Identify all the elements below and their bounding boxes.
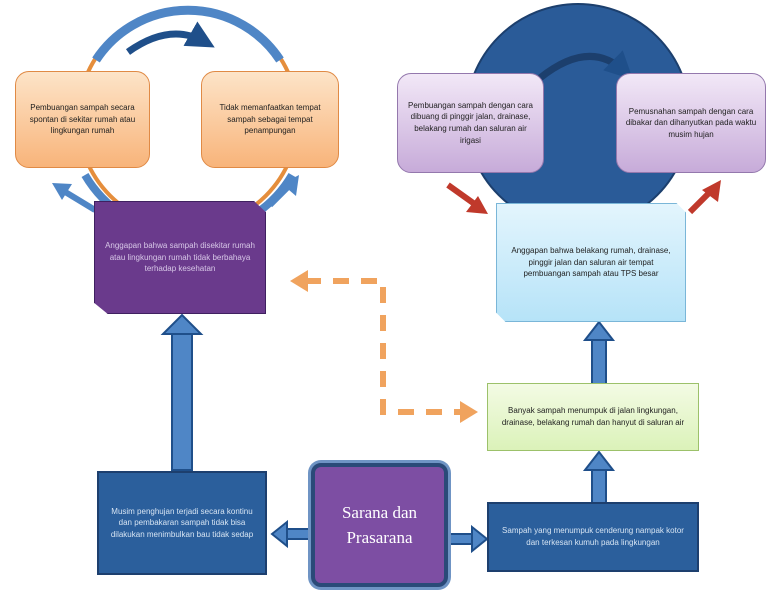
dashed-orange-connector <box>290 270 478 423</box>
arrow-up-right-upper <box>582 320 616 387</box>
box-center-sarana-prasarana: Sarana dan Prasarana <box>311 463 448 587</box>
box-left-top-right: Tidak memanfaatkan tempat sampah sebagai… <box>201 71 339 168</box>
right-top-curved-arrow <box>537 50 634 81</box>
right-red-arrow-right <box>687 180 721 215</box>
box-right-top-left: Pembuangan sampah dengan cara dibuang di… <box>397 73 544 173</box>
arrow-up-left-column <box>160 313 204 471</box>
box-green-accumulation: Banyak sampah menumpuk di jalan lingkung… <box>487 383 699 451</box>
arrow-center-to-right <box>447 524 489 554</box>
box-right-assumption: Anggapan bahwa belakang rumah, drainase,… <box>496 203 686 322</box>
arrow-up-right-lower <box>582 450 616 505</box>
left-side-arrow-left <box>52 183 97 213</box>
box-bottom-right: Sampah yang menumpuk cenderung nampak ko… <box>487 502 699 572</box>
box-left-top: Pembuangan sampah secara spontan di seki… <box>15 71 150 168</box>
box-bottom-left: Musim penghujan terjadi secara kontinu d… <box>97 471 267 575</box>
left-side-arrow-right <box>267 175 299 208</box>
arrow-center-to-left <box>270 519 314 549</box>
right-red-arrow-left <box>446 182 488 214</box>
box-left-assumption: Anggapan bahwa sampah disekitar rumah at… <box>94 201 266 314</box>
box-right-top-right: Pemusnahan sampah dengan cara dibakar da… <box>616 73 766 173</box>
left-cycle-ring-arc <box>92 5 284 63</box>
left-top-curved-arrow <box>125 21 215 55</box>
